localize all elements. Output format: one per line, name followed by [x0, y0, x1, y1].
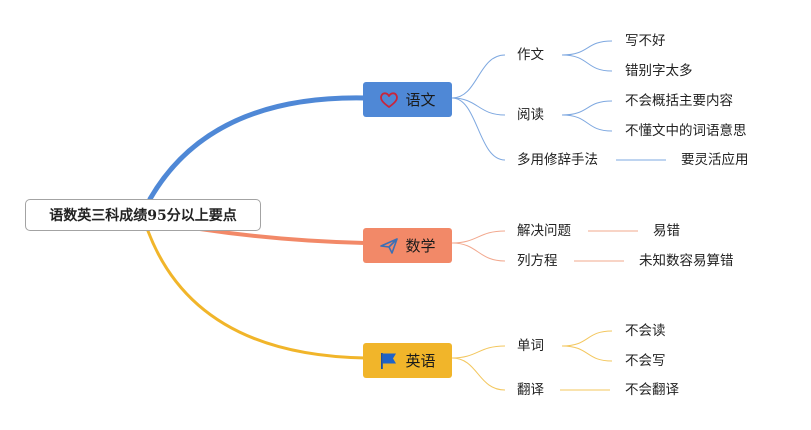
connector-words-2	[561, 345, 613, 362]
connector-reading-2	[561, 114, 613, 132]
item-rhetoric-1[interactable]: 要灵活应用	[681, 152, 749, 168]
item-translate-1[interactable]: 不会翻译	[625, 382, 679, 398]
topic-writing[interactable]: 作文	[517, 47, 544, 63]
connector-math-problem	[451, 230, 506, 244]
item-equation-1[interactable]: 未知数容易算错	[639, 253, 734, 269]
connector-english-translate	[451, 357, 506, 391]
connector-chinese-writing	[451, 54, 506, 99]
connector-chinese-rhetoric	[451, 97, 506, 161]
root-label: 语数英三科成绩95分以上要点	[49, 208, 237, 224]
item-words-1[interactable]: 不会读	[625, 323, 666, 339]
branch-math[interactable]: 数学	[363, 228, 452, 263]
item-writing-1[interactable]: 写不好	[625, 33, 666, 49]
branch-english-label: 英语	[405, 352, 436, 370]
connector-english-words	[451, 345, 506, 359]
item-writing-2[interactable]: 错别字太多	[625, 63, 693, 79]
connector-root-english	[146, 229, 367, 360]
connector-words-1	[561, 330, 613, 347]
branch-math-label: 数学	[405, 237, 436, 255]
flag-icon	[379, 351, 399, 371]
connector-math-equation	[451, 242, 506, 262]
topic-translate[interactable]: 翻译	[517, 382, 544, 398]
connector-writing-2	[561, 54, 613, 72]
item-problem-1[interactable]: 易错	[653, 223, 680, 239]
connector-root-math	[198, 227, 367, 245]
topic-problem[interactable]: 解决问题	[517, 223, 571, 239]
connector-chinese-reading	[451, 97, 506, 116]
branch-chinese-label: 语文	[405, 91, 436, 109]
connector-reading-1	[561, 100, 613, 116]
branch-english[interactable]: 英语	[363, 343, 452, 378]
topic-reading[interactable]: 阅读	[517, 107, 544, 123]
heart-icon	[379, 90, 399, 110]
root-node[interactable]: 语数英三科成绩95分以上要点	[25, 199, 261, 231]
item-reading-1[interactable]: 不会概括主要内容	[625, 93, 733, 109]
item-words-2[interactable]: 不会写	[625, 353, 666, 369]
topic-words[interactable]: 单词	[517, 338, 544, 354]
branch-chinese[interactable]: 语文	[363, 82, 452, 117]
topic-equation[interactable]: 列方程	[517, 253, 558, 269]
connector-root-chinese	[147, 95, 368, 202]
connector-writing-1	[561, 40, 613, 56]
item-reading-2[interactable]: 不懂文中的词语意思	[625, 123, 747, 139]
topic-rhetoric[interactable]: 多用修辞手法	[517, 152, 598, 168]
paper-plane-icon	[379, 236, 399, 256]
